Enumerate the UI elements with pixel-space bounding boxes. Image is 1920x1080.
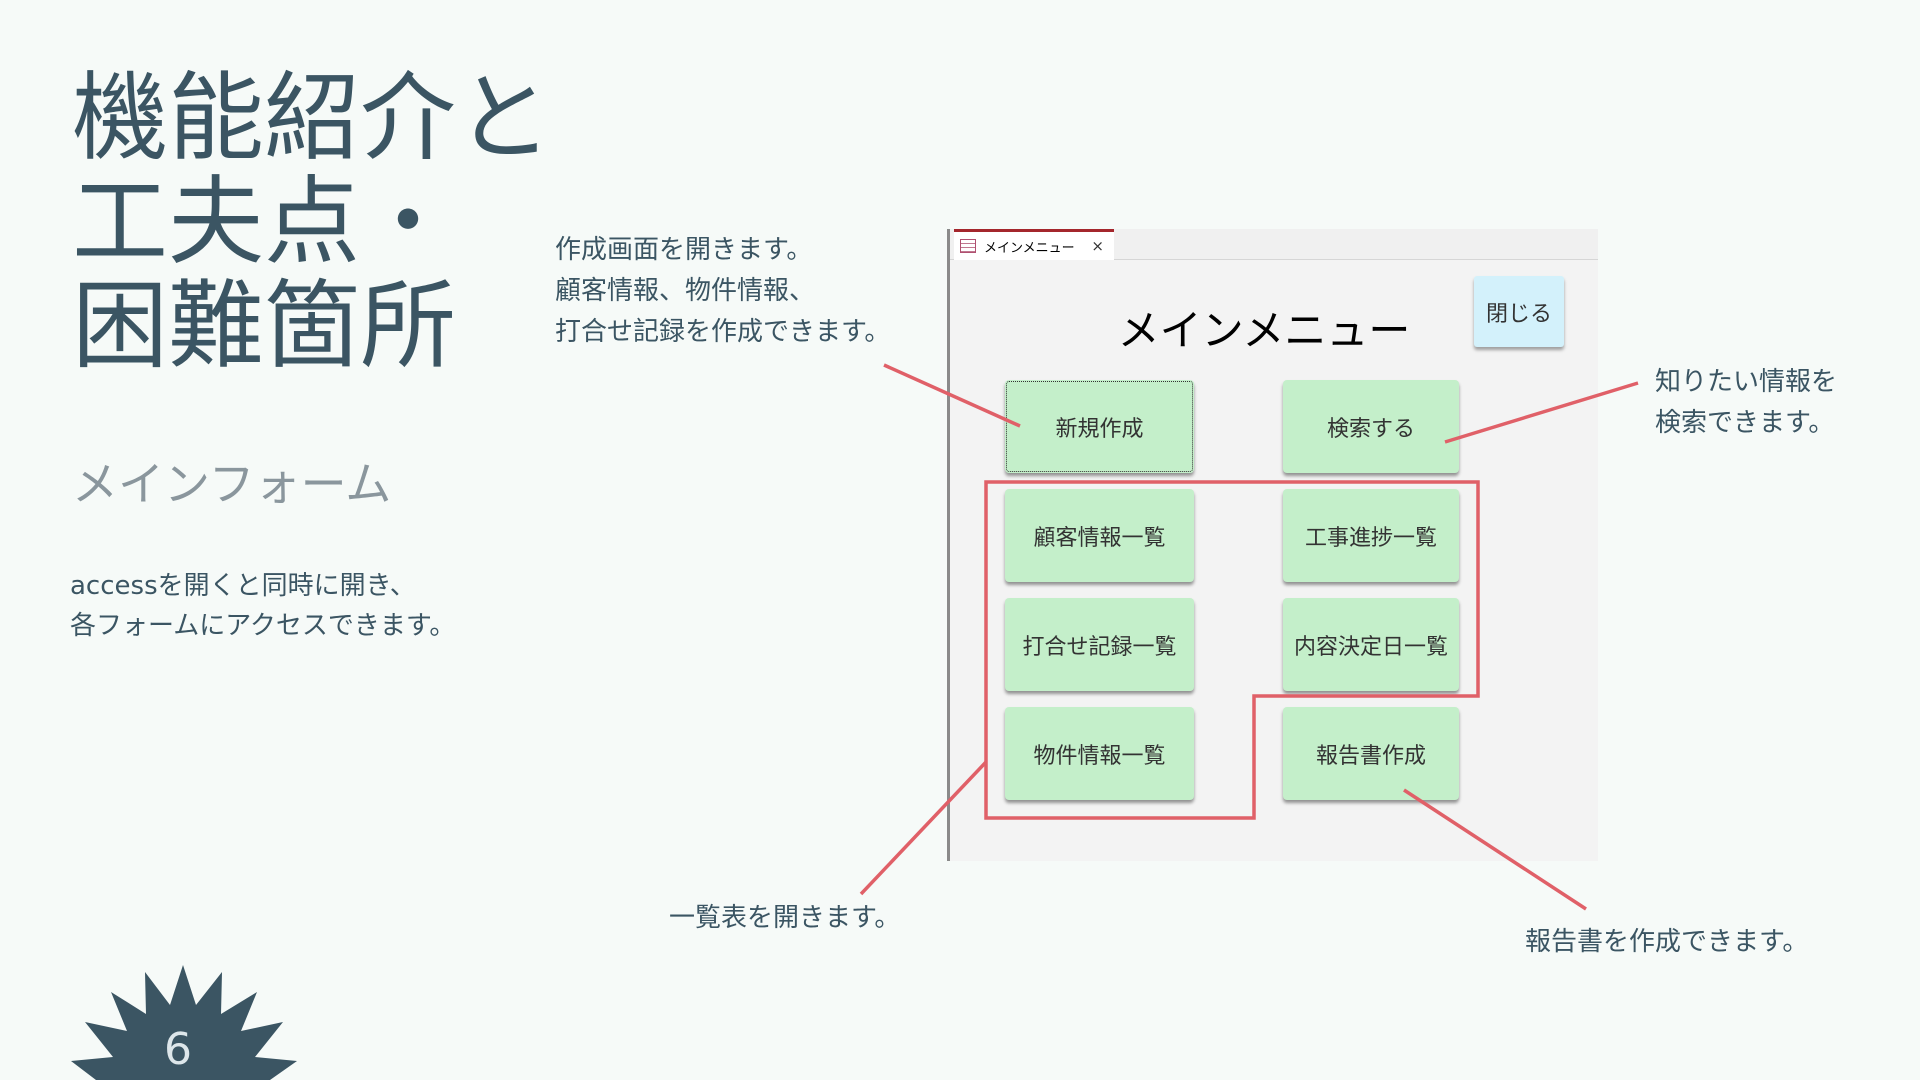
property-list-button[interactable]: 物件情報一覧 — [1005, 707, 1194, 800]
starburst-badge-icon — [71, 965, 297, 1080]
annotation-report: 報告書を作成できます。 — [1525, 927, 1809, 957]
form-icon — [960, 239, 976, 253]
close-form-button[interactable]: 閉じる — [1474, 276, 1564, 347]
title-line: 工夫点・ — [72, 166, 456, 278]
meeting-record-list-button[interactable]: 打合せ記録一覧 — [1005, 598, 1194, 691]
form-title: メインメニュー — [1117, 306, 1411, 355]
new-create-button[interactable]: 新規作成 — [1005, 380, 1194, 473]
close-icon[interactable]: × — [1091, 237, 1104, 255]
construction-progress-list-button[interactable]: 工事進捗一覧 — [1283, 489, 1459, 582]
decision-date-list-button[interactable]: 内容決定日一覧 — [1283, 598, 1459, 691]
slide-title: 機能紹介と 工夫点・ 困難箇所 — [72, 66, 552, 378]
list-buttons-highlight — [984, 480, 1480, 820]
pointer-line — [1403, 788, 1587, 911]
body-line: 各フォームにアクセスできます。 — [70, 611, 456, 641]
annotation-line: 顧客情報、物件情報、 — [555, 276, 816, 306]
annotation-line: 知りたい情報を — [1655, 367, 1838, 397]
tab-bar: メインメニュー × — [950, 229, 1598, 260]
tab-label: メインメニュー — [984, 240, 1075, 256]
pointer-line — [1444, 381, 1639, 444]
title-line: 困難箇所 — [72, 270, 456, 382]
tab-main-menu[interactable]: メインメニュー × — [954, 229, 1114, 260]
access-form-window: メインメニュー × メインメニュー 閉じる 新規作成 検索する 顧客情報一覧 工… — [947, 229, 1598, 861]
search-button[interactable]: 検索する — [1283, 380, 1459, 473]
pointer-line — [859, 760, 988, 896]
customer-list-button[interactable]: 顧客情報一覧 — [1005, 489, 1194, 582]
slide-subtitle: メインフォーム — [72, 457, 392, 511]
annotation-line: 作成画面を開きます。 — [555, 235, 813, 265]
body-line: accessを開くと同時に開き、 — [70, 571, 416, 601]
pointer-line — [883, 363, 1021, 428]
slide-body: accessを開くと同時に開き、 各フォームにアクセスできます。 — [70, 566, 455, 646]
annotation-line: 打合せ記録を作成できます。 — [555, 317, 891, 347]
annotation-lists: 一覧表を開きます。 — [669, 903, 901, 933]
annotation-search: 知りたい情報を 検索できます。 — [1655, 362, 1837, 444]
title-line: 機能紹介と — [72, 62, 552, 174]
annotation-create: 作成画面を開きます。 顧客情報、物件情報、 打合せ記録を作成できます。 — [555, 230, 890, 353]
annotation-line: 検索できます。 — [1655, 408, 1835, 438]
report-create-button[interactable]: 報告書作成 — [1283, 707, 1459, 800]
page-number: 6 — [164, 1024, 192, 1075]
